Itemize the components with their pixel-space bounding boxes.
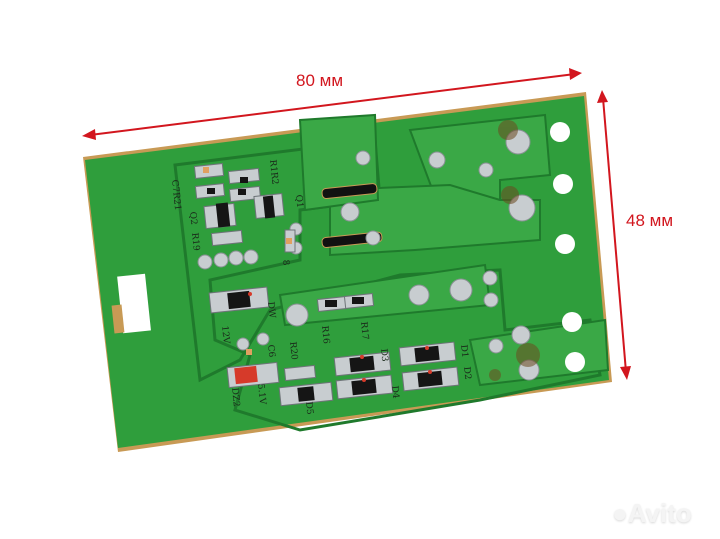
height-dimension-label: 48 мм	[626, 211, 674, 230]
svg-text:12V: 12V	[219, 325, 231, 344]
silkscreen-labels: C7R21 R1R2 Q1 Q2 R19 8 DW 12V C6 R20 R16…	[169, 159, 472, 415]
svg-text:5.1V: 5.1V	[255, 383, 267, 405]
svg-text:Q2: Q2	[187, 211, 198, 225]
svg-text:R17: R17	[358, 321, 370, 340]
avito-watermark: ●Avito	[612, 498, 692, 529]
svg-text:D4: D4	[389, 385, 400, 399]
svg-text:D5: D5	[303, 401, 314, 415]
svg-text:D2: D2	[461, 366, 472, 380]
svg-text:R20: R20	[287, 341, 299, 360]
svg-text:8: 8	[280, 259, 291, 266]
dimension-arrows	[82, 68, 631, 380]
svg-text:DW: DW	[265, 301, 277, 319]
svg-text:C6: C6	[265, 344, 276, 358]
svg-text:C7R21: C7R21	[169, 179, 182, 211]
width-dimension-label: 80 мм	[296, 71, 344, 90]
watermark-text: Avito	[627, 498, 692, 528]
svg-text:D3: D3	[378, 348, 389, 362]
svg-text:Q1: Q1	[293, 194, 304, 208]
avito-logo-icon: ●	[612, 498, 628, 528]
svg-text:D1: D1	[458, 344, 469, 358]
svg-text:R16: R16	[319, 325, 331, 344]
svg-text:DZ2: DZ2	[229, 387, 241, 407]
svg-text:R1R2: R1R2	[267, 159, 280, 185]
svg-text:R19: R19	[189, 232, 201, 251]
